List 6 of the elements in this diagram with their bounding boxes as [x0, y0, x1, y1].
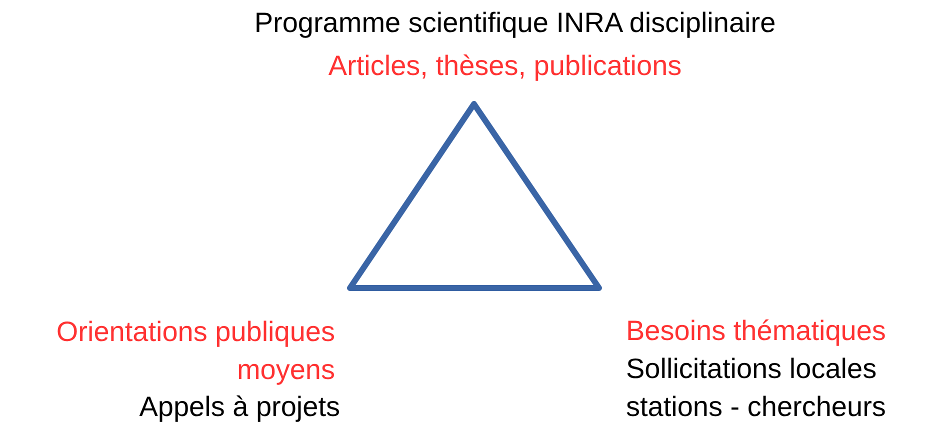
label-text: Besoins thématiques	[626, 314, 887, 348]
label-text: Orientations publiques moyens	[55, 315, 335, 387]
label-text: Programme scientifique INRA disciplinaire	[253, 6, 777, 40]
label-text: Sollicitations locales stations - chercheurs	[626, 352, 887, 424]
label-text: Articles, thèses, publications	[327, 49, 683, 83]
label-text: Appels à projets	[138, 390, 340, 424]
